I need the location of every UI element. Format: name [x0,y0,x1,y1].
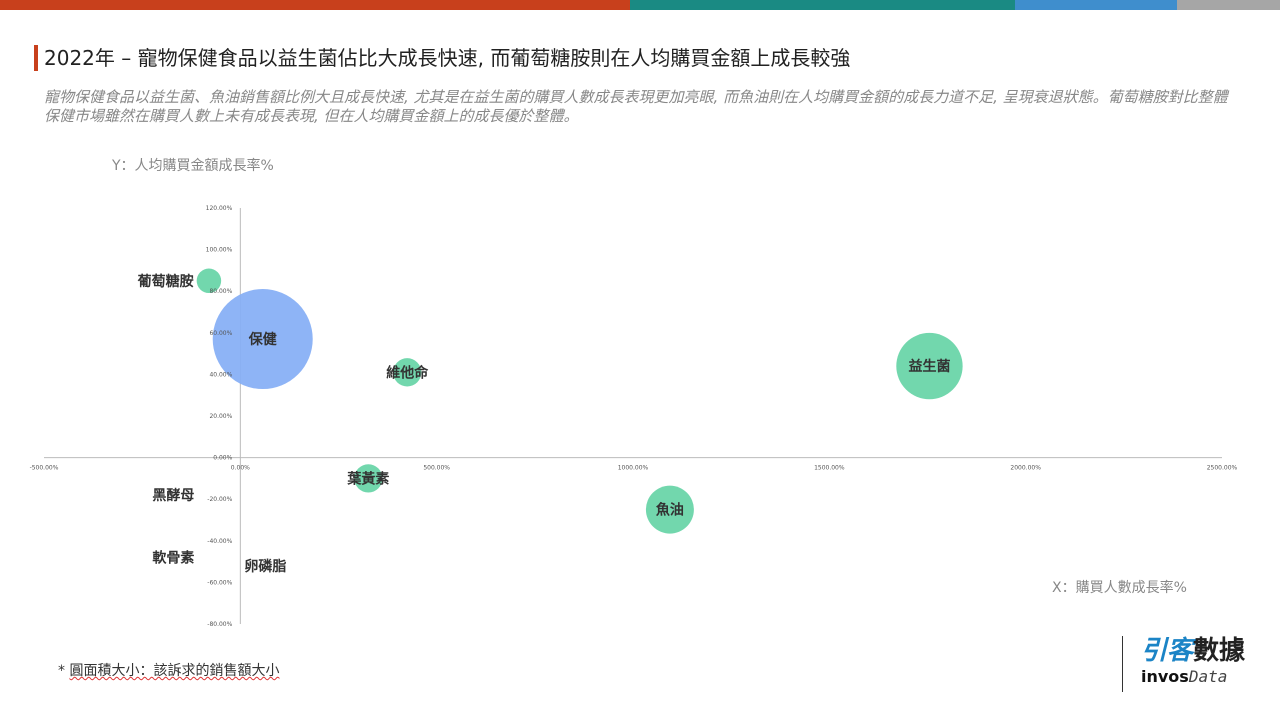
bubble-益生菌 [896,332,963,400]
footnote: * 圓面積大小：該訴求的銷售額大小 [58,660,279,680]
bubble-label: 葡萄糖胺 [137,273,194,290]
bubble-葡萄糖胺 [196,268,222,294]
bubble-label: 維他命 [386,364,429,381]
y-tick-label: 80.00% [209,288,232,295]
y-tick-label: 120.00% [206,205,233,212]
y-tick-label: -20.00% [207,496,232,503]
y-tick-label: -80.00% [207,621,232,628]
footnote-text: 圓面積大小：該訴求的銷售額大小 [69,663,280,679]
y-tick-label: -60.00% [207,579,232,586]
x-tick-label: 2500.00% [1207,465,1238,472]
x-axis-title: X：購買人數成長率% [1052,580,1187,596]
bubble-維他命 [393,358,422,387]
footnote-star: * [58,663,65,679]
logo-en-italic: Data [1188,667,1228,686]
y-tick-label: 0.00% [213,455,232,462]
slide-subtitle: 寵物保健食品以益生菌、魚油銷售額比例大且成長快速, 尤其是在益生菌的購買人數成長… [44,88,1228,125]
bubble-葉黃素 [354,464,383,493]
logo-en-bold: invos [1141,667,1189,686]
y-tick-label: 40.00% [209,371,232,378]
bubble-label: 黑酵母 [152,487,194,504]
top-bar-orange [0,0,630,10]
x-tick-label: 2000.00% [1010,465,1041,472]
bubble-label: 魚油 [656,502,684,519]
logo-cn-b: 數據 [1193,636,1246,666]
y-axis-title: Y：人均購買金額成長率% [112,158,274,174]
y-tick-label: 60.00% [209,330,232,337]
bubble-保健 [212,289,313,390]
logo: 引客數據 invosData [1122,636,1245,692]
x-tick-label: 1000.00% [618,465,649,472]
top-bar-blue [1015,0,1177,10]
y-tick-label: 20.00% [209,413,232,420]
top-bar-teal [630,0,1015,10]
bubble-label: 保健 [248,331,277,348]
bubble-label: 益生菌 [908,358,950,375]
bubble-label: 卵磷脂 [244,558,286,575]
x-tick-label: -500.00% [30,465,59,472]
x-tick-label: 500.00% [423,465,450,472]
bubble-label: 葉黃素 [346,470,389,487]
top-bar-gray [1177,0,1280,10]
logo-cn-a: 引客 [1141,636,1194,666]
x-tick-label: 1500.00% [814,465,845,472]
y-tick-label: -40.00% [207,538,232,545]
y-tick-label: 100.00% [206,247,233,254]
bubble-label: 軟骨素 [152,549,194,566]
x-tick-label: 0.00% [231,465,250,472]
slide-title: 2022年 – 寵物保健食品以益生菌佔比大成長快速, 而葡萄糖胺則在人均購買金額… [34,45,850,71]
bubble-魚油 [645,485,694,534]
